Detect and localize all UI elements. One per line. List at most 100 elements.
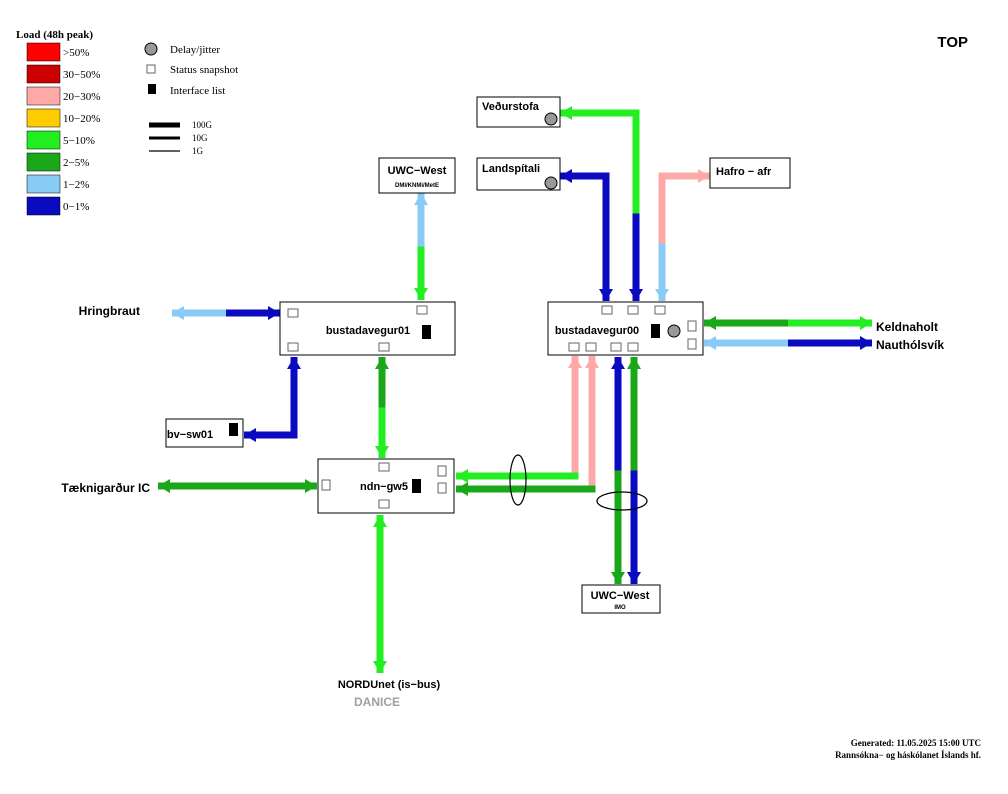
delay-jitter-icon[interactable] (544, 112, 558, 126)
link-arrowhead (375, 446, 389, 458)
legend-label: 20−30% (63, 91, 100, 103)
status-snapshot-icon[interactable] (437, 482, 447, 494)
delay-jitter-icon[interactable] (667, 324, 681, 338)
node-label-vedurstofa: Veðurstofa (482, 101, 540, 113)
node-label-bv-sw01: bv−sw01 (167, 429, 213, 441)
link-corner (571, 472, 579, 480)
interface-list-icon[interactable] (229, 423, 238, 436)
delay-jitter-icon[interactable] (544, 176, 558, 190)
label-hringbraut: Hringbraut (79, 304, 140, 318)
status-snapshot-icon[interactable] (287, 308, 299, 318)
link-arrowhead (585, 356, 599, 368)
legend-swatch (26, 196, 61, 216)
node-label-uwc-west-dmi: UWC−West (388, 165, 447, 177)
interface-list-icon (148, 84, 156, 94)
link-arrowhead (611, 572, 625, 584)
node-hafro-afr[interactable]: Hafro − afr (709, 157, 791, 189)
load-legend: Load (48h peak) >50%30−50%20−30%10−20%5−… (16, 29, 100, 216)
node-uwc-west-imo[interactable]: UWC−West IMO (581, 584, 661, 614)
status-snapshot-icon[interactable] (378, 342, 390, 352)
node-sublabel-uwc-west-imo: IMO (614, 605, 626, 611)
link-corner (632, 109, 640, 117)
node-label-landspitali: Landspítali (482, 163, 540, 175)
label-taeknigardur: Tæknigarður IC (61, 481, 150, 495)
status-snapshot-icon[interactable] (378, 462, 390, 472)
link-arrowhead (698, 169, 710, 183)
status-snapshot-icon[interactable] (287, 342, 299, 352)
link-arrowhead (627, 572, 641, 584)
interface-list-icon[interactable] (651, 324, 660, 338)
legend-swatch (26, 42, 61, 62)
link-corner (658, 236, 666, 244)
legend-title: Load (48h peak) (16, 29, 93, 41)
legend-label: 0−1% (63, 201, 89, 213)
link-arrowhead (860, 336, 872, 350)
status-snapshot-icon[interactable] (601, 305, 613, 315)
interface-list-icon[interactable] (412, 479, 421, 493)
status-snapshot-label: Status snapshot (170, 64, 238, 76)
status-snapshot-icon (146, 64, 156, 74)
status-snapshot-icon[interactable] (610, 342, 622, 352)
status-snapshot-icon[interactable] (437, 465, 447, 477)
status-snapshot-icon[interactable] (687, 338, 697, 350)
link-corner (290, 431, 298, 439)
legend-swatch (26, 152, 61, 172)
link-arrowhead (414, 288, 428, 300)
node-label-bustadavegur01: bustadavegur01 (326, 325, 410, 337)
legend-swatch (26, 174, 61, 194)
status-snapshot-icon[interactable] (416, 305, 428, 315)
width-10g-label: 10G (192, 133, 208, 143)
link-arrowhead (456, 469, 468, 483)
link-arrowhead (627, 357, 641, 369)
link-arrowhead (629, 289, 643, 301)
symbol-legend: Delay/jitter Status snapshot Interface l… (144, 42, 238, 156)
link-arrowhead (305, 479, 317, 493)
node-landspitali[interactable]: Landspítali (476, 157, 561, 191)
link-arrowhead (599, 289, 613, 301)
node-label-uwc-west-imo: UWC−West (591, 590, 650, 602)
footer-generated: Generated: 11.05.2025 15:00 UTC (851, 738, 981, 748)
status-snapshot-icon[interactable] (585, 342, 597, 352)
status-snapshot-icon[interactable] (627, 305, 639, 315)
delay-jitter-label: Delay/jitter (170, 44, 220, 56)
legend-label: >50% (63, 47, 89, 59)
link-arrowhead (244, 428, 256, 442)
link-arrowhead (373, 515, 387, 527)
node-bv-sw01[interactable]: bv−sw01 (165, 418, 244, 448)
node-ndn-gw5[interactable]: ndn−gw5 (317, 458, 455, 514)
link-arrowhead (373, 661, 387, 673)
node-uwc-west-dmi[interactable]: UWC−West DMI/KNMi/MetE (378, 157, 456, 194)
legend-swatch (26, 108, 61, 128)
link-arrowhead (568, 356, 582, 368)
interface-list-icon[interactable] (422, 325, 431, 339)
width-1g-label: 1G (192, 146, 204, 156)
node-vedurstofa[interactable]: Veðurstofa (476, 96, 561, 128)
legend-swatch (26, 86, 61, 106)
label-nordunet: NORDUnet (is−bus) (338, 679, 441, 691)
footer-org: Rannsókna− og háskólanet Íslands hf. (835, 750, 981, 760)
node-bustadavegur01[interactable]: bustadavegur01 (279, 301, 456, 356)
label-keldnaholt: Keldnaholt (876, 320, 938, 334)
link-corner (632, 206, 640, 214)
link-arrowhead (611, 357, 625, 369)
status-snapshot-icon[interactable] (627, 342, 639, 352)
link-arrowhead (560, 169, 572, 183)
status-snapshot-icon[interactable] (568, 342, 580, 352)
link-corner (658, 172, 666, 180)
delay-jitter-icon (144, 42, 158, 56)
bundle-marker-uwc (596, 491, 648, 511)
link-arrowhead (375, 357, 389, 369)
status-snapshot-icon[interactable] (378, 499, 390, 509)
status-snapshot-icon[interactable] (687, 320, 697, 332)
link-arrowhead (287, 357, 301, 369)
legend-swatch (26, 64, 61, 84)
interface-list-label: Interface list (170, 85, 225, 97)
link-arrowhead (560, 106, 572, 120)
status-snapshot-icon[interactable] (321, 479, 331, 491)
legend-swatch (26, 130, 61, 150)
status-snapshot-icon[interactable] (654, 305, 666, 315)
node-bustadavegur00[interactable]: bustadavegur00 (547, 301, 704, 356)
top-label: TOP (937, 34, 968, 51)
node-label-bustadavegur00: bustadavegur00 (555, 325, 639, 337)
